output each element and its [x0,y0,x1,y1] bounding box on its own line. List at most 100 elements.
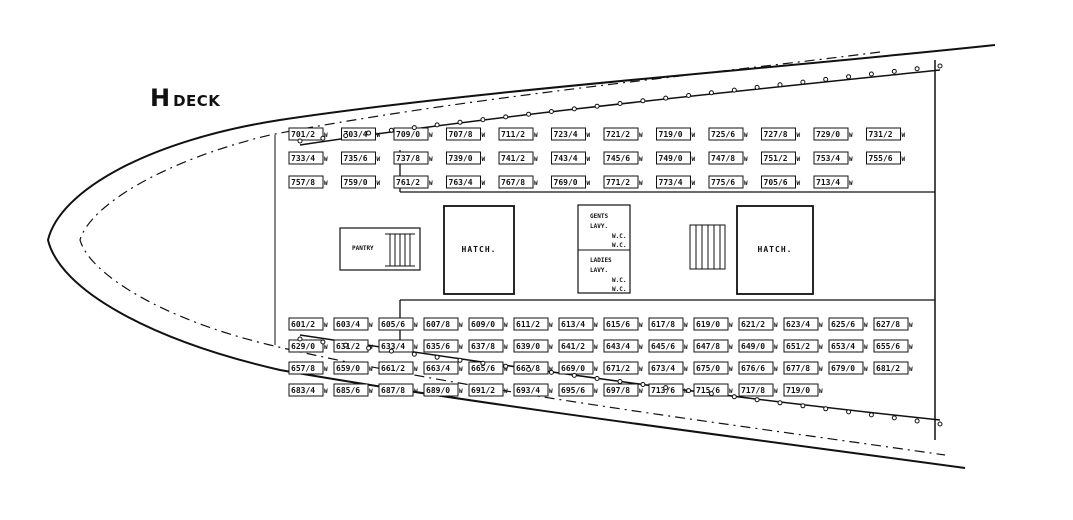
cabin-number: 615/6 [606,320,630,329]
rivet [366,345,372,351]
washbasin-marker: W [414,388,418,395]
deck-letter: H [150,84,171,112]
cabin-number: 717/8 [741,386,765,395]
washbasin-marker: W [587,156,591,163]
washbasin-marker: W [377,132,381,139]
rivet [914,66,920,72]
washbasin-marker: W [504,322,508,329]
cabin-number: 729/0 [816,130,840,139]
cabin-number: 695/6 [561,386,585,395]
cabin-number: 641/2 [561,342,585,351]
hull-outline [46,44,996,469]
cabin-number: 609/0 [471,320,495,329]
washbasin-marker: W [819,366,823,373]
rivet [411,351,417,357]
cabin-label: 637/8 W [468,339,508,353]
cabin-number: 771/2 [606,178,630,187]
washbasin-marker: W [429,156,433,163]
cabin-number: 721/2 [606,130,630,139]
rivet [777,400,783,406]
washbasin-marker: W [504,344,508,351]
washbasin-marker: W [819,388,823,395]
washbasin-marker: W [429,132,433,139]
cabin-number: 691/2 [471,386,495,395]
rivet [480,117,486,123]
cabin-number: 725/6 [711,130,735,139]
cabin-number: 643/4 [606,342,630,351]
cabin-label: 631/2W [333,339,373,353]
washbasin-marker: W [849,156,853,163]
cabin-number: 603/4 [336,320,360,329]
cabin-number: 623/4 [786,320,810,329]
washbasin-marker: W [459,322,463,329]
washbasin-marker: W [594,344,598,351]
cabin-label: 641/2 W [558,339,598,353]
rivet [617,101,623,106]
washbasin-marker: W [639,388,643,395]
rivet [343,342,349,348]
rivet [868,71,874,77]
washbasin-marker: W [864,344,868,351]
cabin-number: 735/6 [344,154,368,163]
cabin-number: 741/2 [501,154,525,163]
rivet [663,385,669,391]
washbasin-marker: W [369,388,373,395]
washbasin-marker: W [369,322,373,329]
washbasin-marker: W [774,366,778,373]
cabin-number: 639/0 [516,342,540,351]
cabin-number: 687/8 [381,386,405,395]
rivet [686,93,692,98]
washbasin-marker: W [459,366,463,373]
pantry-label: PANTRY [352,245,374,252]
cabin-number: 659/0 [336,364,360,373]
rivet [777,82,783,88]
cabin-number: 755/6 [869,154,893,163]
cabin-number: 701/2 [291,130,315,139]
washbasin-marker: W [324,180,328,187]
rivet [686,388,692,394]
cabin-number: 763/4 [449,178,473,187]
rivet [731,394,737,400]
rivet [343,133,349,139]
rivet [526,111,532,117]
washbasin-marker: W [849,132,853,139]
cabin-number: 739/0 [449,154,473,163]
rivet [388,348,394,354]
washbasin-marker: W [587,132,591,139]
washbasin-marker: W [414,322,418,329]
washbasin-marker: W [729,366,733,373]
washbasin-marker: W [864,366,868,373]
rivet [914,418,920,424]
washbasin-marker: W [684,322,688,329]
rivet [594,376,600,381]
cabin-number: 637/8 [471,342,495,351]
hatch-forward-label: HATCH. [462,245,497,254]
ladies-lavy-label: LAVY. [590,267,608,274]
cabin-label: 609/0 W [468,317,508,331]
